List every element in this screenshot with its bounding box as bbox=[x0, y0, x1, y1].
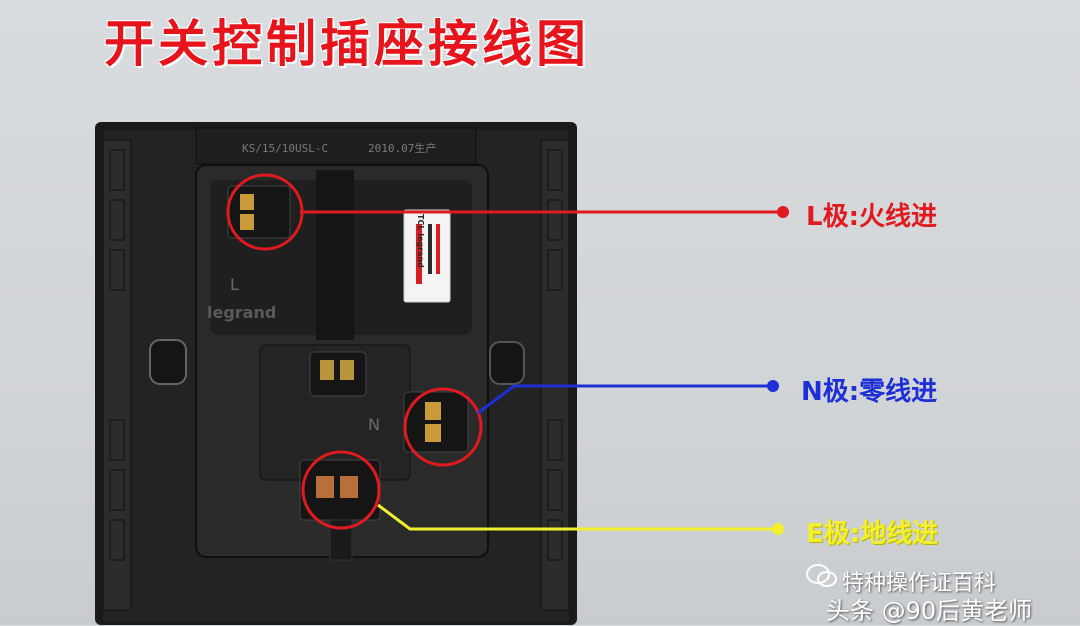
n-leader-line bbox=[477, 384, 772, 415]
model-print: KS/15/10USL-C bbox=[242, 142, 328, 155]
l-terminal bbox=[227, 185, 291, 239]
date-print: 2010.07生产 bbox=[368, 141, 436, 155]
n-pole-label: N极:零线进 bbox=[801, 377, 938, 407]
terminal-l-print: L bbox=[230, 275, 239, 294]
watermark-author: 头条 @90后黄老师 bbox=[826, 597, 1033, 625]
e-pole-label: E极:地线进 bbox=[806, 519, 939, 549]
n-highlight-circle bbox=[403, 387, 483, 467]
l-leader-dot bbox=[777, 206, 789, 218]
l-pole-label: L极:火线进 bbox=[806, 202, 937, 232]
left-clip bbox=[149, 339, 187, 385]
n-leader-dot bbox=[767, 380, 779, 392]
top-terminal bbox=[309, 351, 367, 397]
sticker-brand-print: TCL legrand bbox=[416, 214, 425, 268]
brand-print: legrand bbox=[207, 303, 276, 322]
wechat-icon bbox=[806, 564, 837, 587]
e-leader-dot bbox=[772, 523, 784, 535]
watermark-account: 特种操作证百科 bbox=[842, 571, 997, 596]
page-title: 开关控制插座接线图 bbox=[104, 15, 590, 73]
right-clip bbox=[489, 341, 525, 385]
product-sticker bbox=[403, 209, 451, 303]
frame-ribs bbox=[102, 139, 570, 611]
e-leader-line bbox=[377, 503, 776, 531]
terminal-n-print: N bbox=[368, 415, 380, 434]
e-highlight-circle bbox=[301, 450, 381, 530]
